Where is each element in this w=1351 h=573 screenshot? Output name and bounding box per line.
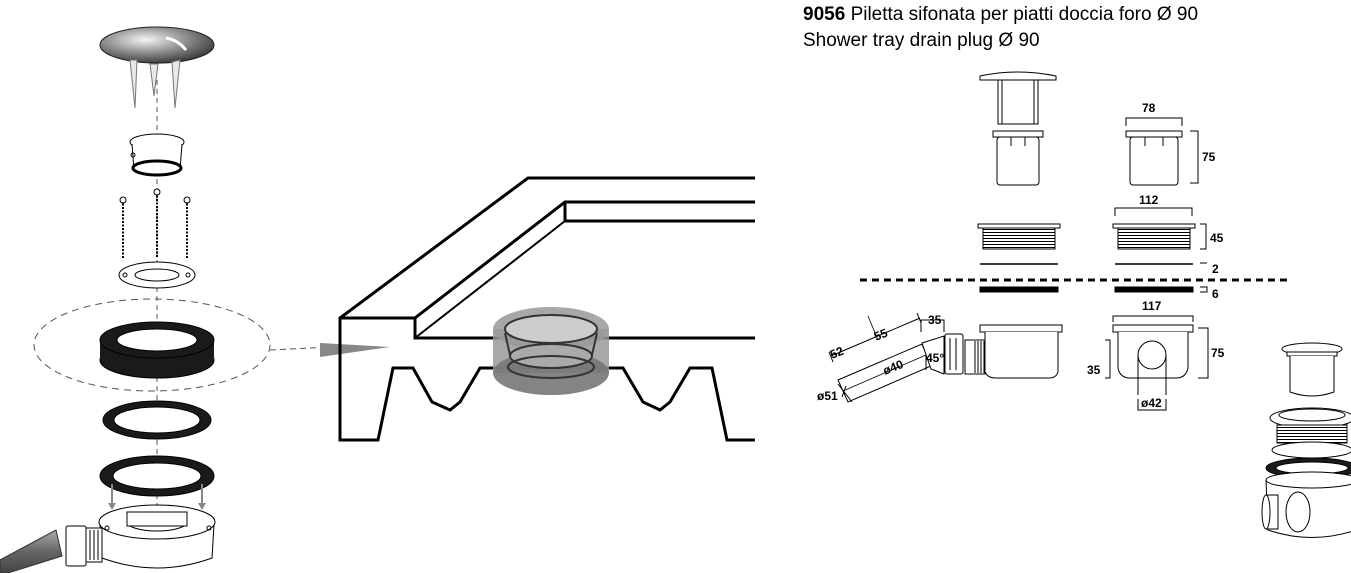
dim-body-width: 117: [1142, 299, 1162, 313]
outlet-pipe: [0, 529, 63, 573]
thread-section: [977, 207, 1207, 250]
drain-body: [65, 504, 216, 569]
dim-cap-height: 75: [1202, 150, 1216, 164]
gasket-thick-right: [1114, 286, 1194, 293]
body-side-view: [944, 324, 1063, 379]
product-header: 9056 Piletta sifonata per piatti doccia …: [803, 2, 1198, 54]
tray-drain-highlight: [493, 307, 609, 395]
flange-insert: [129, 133, 185, 177]
gasket-thick-dim: [1200, 286, 1208, 293]
assembled-drain-view: [1261, 342, 1351, 538]
detail-callout: [33, 298, 271, 392]
dim-gasket-bottom: 6: [1212, 287, 1219, 301]
dim-pipe-angle: 45°: [926, 351, 944, 365]
exploded-view: [0, 26, 271, 573]
dim-thread-width: 112: [1139, 193, 1159, 207]
dim-pipe-len-a: 52: [828, 344, 846, 362]
dim-cap-width: 78: [1142, 101, 1156, 115]
main-gasket: [99, 321, 215, 379]
dimension-labels: 78 75 112 45 2 6 117 75 35 ø42 35 55 52 …: [817, 101, 1225, 410]
dim-pipe-offset: 35: [928, 313, 942, 327]
dim-body-height: 75: [1211, 346, 1225, 360]
clamp-ring: [118, 261, 196, 289]
dimension-drawing: [828, 71, 1351, 538]
gasket-thick-left: [979, 286, 1059, 293]
cap-side-view: [979, 71, 1057, 186]
washer-1: [102, 400, 212, 440]
angled-pipe: [828, 312, 945, 403]
drain-cap: [99, 26, 215, 109]
dim-outlet-diameter: ø42: [1141, 396, 1162, 410]
dim-pipe-d-outer: ø51: [817, 389, 838, 403]
product-title-it: Piletta sifonata per piatti doccia foro …: [850, 4, 1199, 25]
product-title-en: Shower tray drain plug Ø 90: [803, 30, 1040, 51]
product-code: 9056: [803, 4, 846, 25]
cap-front-view: [1125, 117, 1199, 186]
dim-outlet-height: 35: [1087, 363, 1101, 377]
dim-gasket-top: 2: [1212, 262, 1219, 276]
washer-2: [99, 455, 215, 497]
title-line-it: 9056 Piletta sifonata per piatti doccia …: [803, 2, 1198, 28]
body-front-view: [1105, 315, 1209, 411]
dim-thread-height: 45: [1210, 231, 1224, 245]
screws: [119, 188, 191, 258]
callout-arrow: [320, 343, 390, 357]
dim-pipe-len-b: 55: [872, 326, 890, 344]
